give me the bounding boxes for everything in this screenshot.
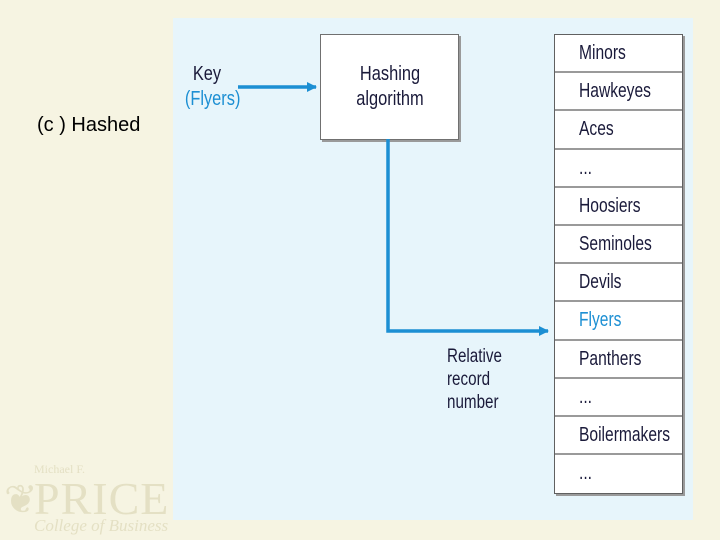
hashing-algorithm-box: Hashing algorithm	[320, 34, 459, 140]
record-label: Boilermakers	[579, 423, 671, 446]
record-label: Flyers	[579, 309, 622, 332]
record-row: Flyers	[555, 302, 682, 341]
relative-record-number-label: Relative record number	[447, 346, 502, 413]
hashing-algorithm-label: Hashing algorithm	[355, 63, 424, 110]
record-row: Aces	[555, 111, 682, 150]
record-ellipsis: ...	[555, 455, 682, 494]
record-row: Seminoles	[555, 225, 682, 265]
record-label: Minors	[579, 42, 626, 64]
key-word: Key	[192, 63, 222, 85]
record-label: Hawkeyes	[579, 80, 651, 103]
record-label: Seminoles	[579, 232, 652, 255]
record-label: ...	[579, 156, 593, 179]
record-label: Devils	[579, 271, 622, 294]
record-row: Hoosiers	[555, 187, 682, 226]
record-label: Panthers	[579, 347, 642, 370]
record-row: Devils	[555, 264, 682, 303]
record-row: Boilermakers	[555, 416, 682, 456]
record-label: Hoosiers	[579, 194, 641, 217]
record-label: ...	[579, 462, 593, 485]
record-row: Minors	[555, 35, 682, 74]
key-label: Key (Flyers)	[184, 62, 241, 112]
record-ellipsis: ...	[555, 378, 682, 417]
hash-to-record-arrow	[386, 139, 549, 336]
record-row: Hawkeyes	[555, 73, 682, 112]
key-value: (Flyers)	[184, 88, 241, 110]
record-label: ...	[579, 385, 593, 408]
slide-caption: (c ) Hashed	[37, 114, 141, 136]
record-label: Aces	[579, 118, 614, 141]
record-ellipsis: ...	[555, 149, 682, 188]
record-row: Panthers	[555, 340, 682, 379]
